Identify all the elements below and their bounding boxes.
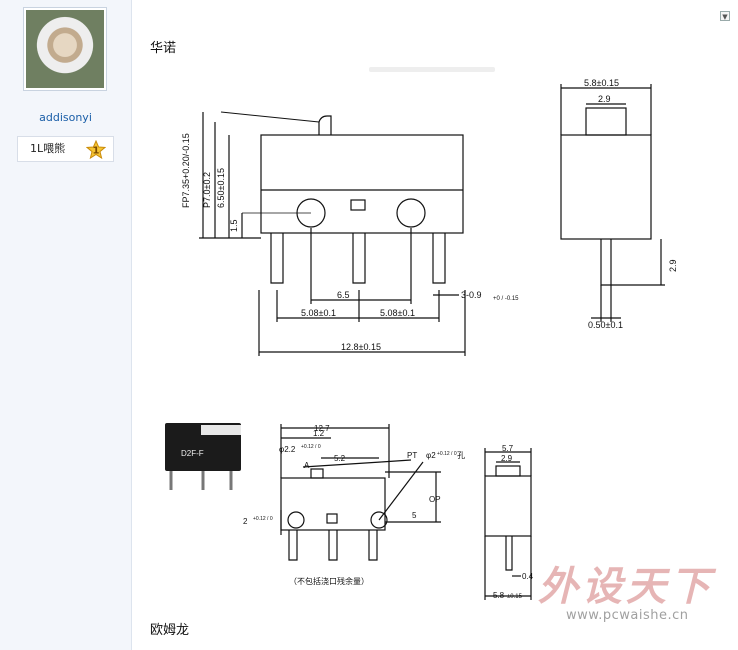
dim-pitch-right: 5.08±0.1 — [380, 308, 415, 318]
dim-fp: FP7.35+0.20/-0.15 — [181, 133, 191, 208]
omron-note: （不包括浇口残余量） — [289, 576, 369, 586]
dim-pitch-left: 5.08±0.1 — [301, 308, 336, 318]
side-5-8: 5.8 — [493, 591, 505, 600]
avatar-portrait — [26, 10, 104, 88]
side-pin-len: 2.9 — [668, 259, 678, 272]
dim-hole: φ2.2 — [279, 445, 296, 454]
dim-pin-tol: +0 / -0.15 — [493, 296, 519, 302]
rank-star-icon: 1 — [86, 140, 106, 160]
watermark-text: 外设天下 — [538, 564, 714, 610]
dim-5-2: 5.2 — [334, 454, 346, 463]
rank-label: 1L喂熊 — [30, 142, 66, 155]
dim-pin: 3-0.9 — [461, 290, 482, 300]
avatar[interactable] — [23, 7, 107, 91]
username-link[interactable]: addisonyi — [39, 111, 92, 124]
dim-5: 5 — [412, 511, 417, 520]
dim-12-7: 12.7 — [314, 424, 330, 433]
post-menu-arrow-icon[interactable]: ▼ — [720, 11, 730, 21]
rank-level: 1 — [93, 146, 100, 157]
side-actuator: 2.9 — [598, 94, 611, 104]
heading-huanuo: 华诺 — [150, 41, 177, 56]
side-5-8-tol: ±0.15 — [507, 594, 523, 600]
user-sidebar: addisonyi 1L喂熊 1 — [0, 0, 132, 650]
dim-2: 2 — [243, 517, 248, 526]
dim-6-5: 6.5 — [337, 290, 350, 300]
side-pin-w: 0.50±0.1 — [588, 320, 623, 330]
dim-15: 1.5 — [229, 219, 239, 232]
heading-omron: 欧姆龙 — [150, 623, 190, 638]
rank-badge: 1L喂熊 1 — [17, 136, 114, 162]
side-5-7: 5.7 — [502, 444, 514, 453]
dim-2-tol: +0.12 / 0 — [253, 516, 273, 522]
drawing-omron: D2F-F — [165, 423, 534, 600]
drawing-huanuo: FP7.35+0.20/-0.15 P7.0±0.2 6.50±0.15 1.5… — [181, 78, 678, 356]
dim-1-2: 1.2 — [313, 429, 325, 438]
switch-photo: D2F-F — [165, 423, 241, 490]
dim-width: 12.8±0.15 — [341, 342, 381, 352]
switch-photo-model: D2F-F — [181, 449, 204, 458]
watermark-url: www.pcwaishe.cn — [566, 608, 689, 623]
side-0-4: 0.4 — [522, 572, 534, 581]
watermark: 外设天下 www.pcwaishe.cn — [538, 554, 728, 628]
label-op: OP — [429, 495, 441, 504]
side-width: 5.8±0.15 — [584, 78, 619, 88]
dim-p: P7.0±0.2 — [202, 172, 212, 208]
dim-hole-tol: +0.12 / 0 — [301, 444, 321, 450]
label-pt: PT — [407, 451, 417, 460]
dim-hole2: φ2 — [426, 451, 436, 460]
dim-hole2-tol: +0.12 / 0 — [437, 451, 457, 457]
label-a: A — [304, 461, 310, 470]
hole-word: 孔 — [457, 451, 465, 460]
image-divider — [369, 67, 495, 72]
side-2-9: 2.9 — [501, 454, 513, 463]
dim-650: 6.50±0.15 — [216, 168, 226, 208]
post-content: 华诺 — [131, 0, 738, 650]
